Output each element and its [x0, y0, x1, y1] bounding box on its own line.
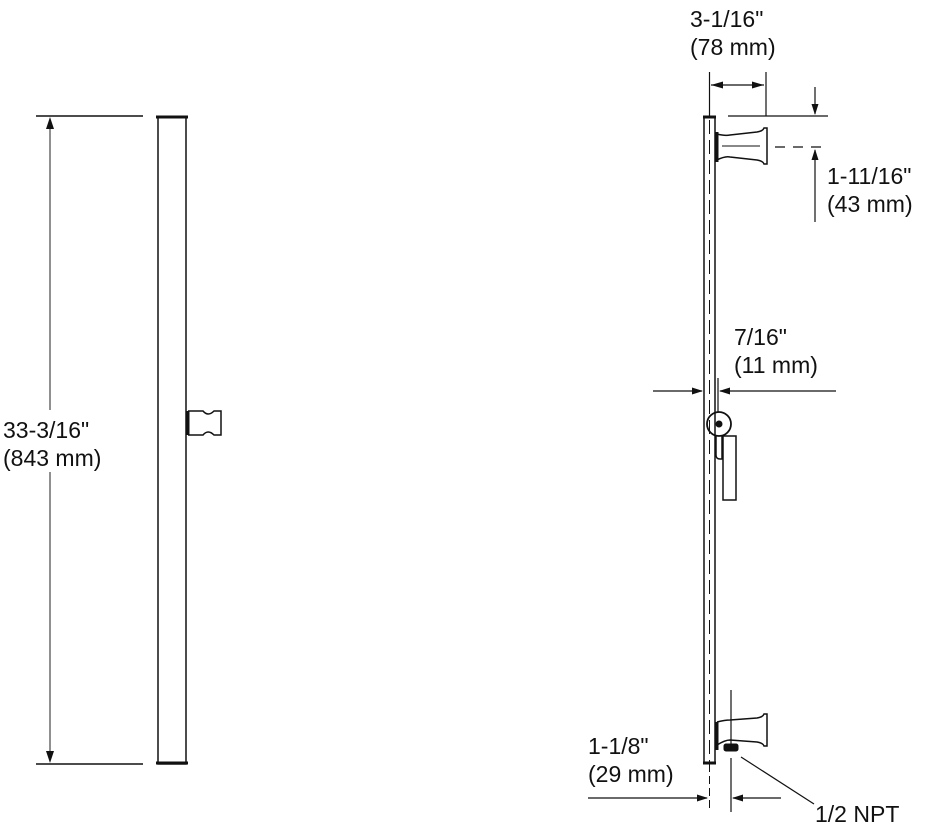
- height-imperial: 33-3/16": [3, 417, 90, 443]
- arrow-left-icon: [719, 387, 730, 395]
- bottom-bracket: [715, 713, 768, 752]
- arrow-down-icon: [46, 751, 54, 763]
- slider-mechanism: [706, 411, 737, 501]
- depth-metric: (78 mm): [690, 34, 776, 60]
- thickness-imperial: 7/16": [734, 324, 787, 350]
- offset-label: 1-11/16" (43 mm): [827, 162, 913, 218]
- thickness-metric: (11 mm): [734, 352, 818, 378]
- front-view: [36, 115, 222, 765]
- outlet-offset-metric: (29 mm): [588, 761, 674, 787]
- arrow-right-icon: [692, 387, 703, 395]
- arrow-up-icon: [46, 117, 54, 129]
- top-bracket: [715, 127, 768, 165]
- depth-label: 3-1/16" (78 mm): [690, 5, 776, 61]
- thickness-label: 7/16" (11 mm): [734, 323, 818, 379]
- arrow-up-icon: [811, 149, 819, 160]
- offset-imperial: 1-11/16": [827, 163, 912, 189]
- outlet-offset-imperial: 1-1/8": [588, 733, 649, 759]
- arrow-left-icon: [732, 794, 743, 802]
- height-metric: (843 mm): [3, 445, 102, 471]
- arrow-right-icon: [752, 81, 764, 89]
- offset-metric: (43 mm): [827, 191, 913, 217]
- slide-bar-front: [157, 116, 187, 765]
- npt-text: 1/2 NPT: [815, 801, 900, 827]
- height-label: 33-3/16" (843 mm): [3, 416, 101, 472]
- arrow-right-icon: [697, 794, 708, 802]
- arrow-down-icon: [811, 104, 819, 115]
- npt-label: 1/2 NPT: [815, 800, 899, 828]
- outlet-offset-label: 1-1/8" (29 mm): [588, 732, 674, 788]
- slider-holder-front: [186, 410, 222, 436]
- npt-leader-line: [740, 756, 815, 805]
- arrow-left-icon: [711, 81, 723, 89]
- side-view: [588, 72, 836, 812]
- depth-imperial: 3-1/16": [690, 6, 764, 32]
